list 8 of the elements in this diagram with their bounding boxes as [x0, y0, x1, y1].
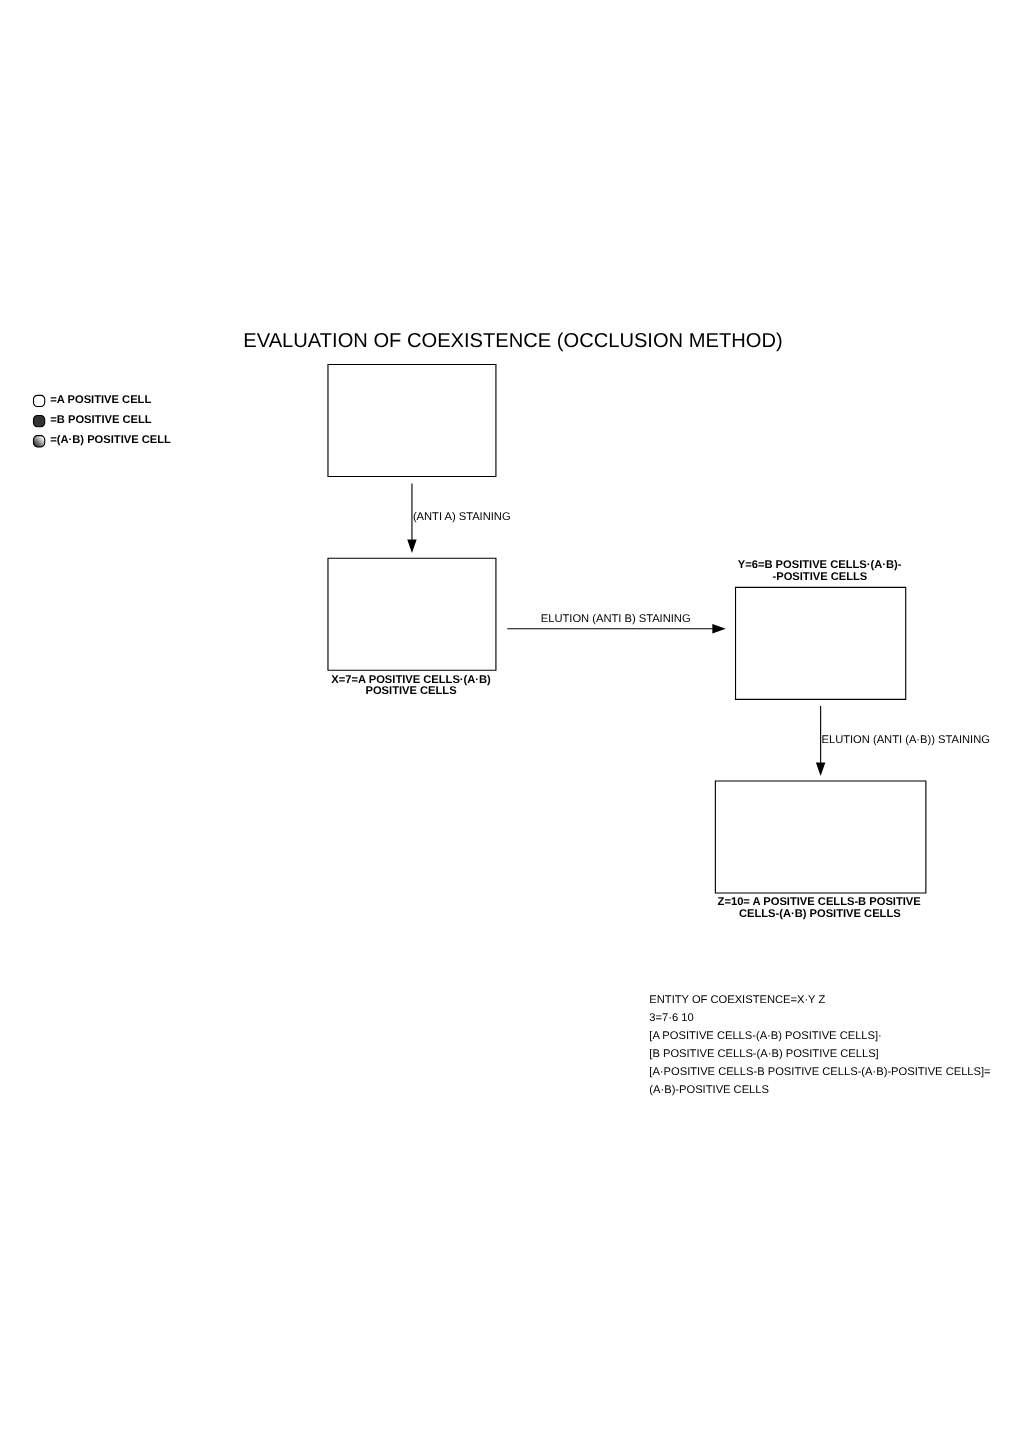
diagram-title: EVALUATION OF COEXISTENCE (OCCLUSION METHOD) [243, 331, 783, 354]
arrow [407, 482, 417, 553]
node-box [327, 557, 497, 671]
node-box [734, 586, 907, 700]
arrow [506, 624, 726, 634]
node-box [327, 364, 497, 478]
node-box [714, 780, 927, 894]
arrow [815, 705, 826, 776]
